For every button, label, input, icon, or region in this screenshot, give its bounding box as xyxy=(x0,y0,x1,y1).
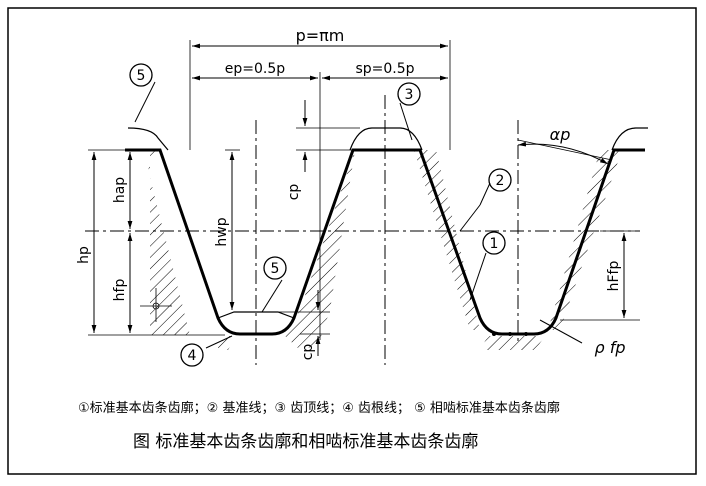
fillet-points xyxy=(492,332,528,336)
svg-text:4: 4 xyxy=(188,348,197,364)
figure-caption: 图 标准基本齿条齿廓和相啮标准基本齿条齿廓 xyxy=(133,432,478,452)
callout-5-bottom: 5 xyxy=(263,256,287,280)
label-cp-bottom: cp xyxy=(300,344,316,361)
callout-4: 4 xyxy=(180,343,204,367)
label-hp: hp xyxy=(76,246,92,264)
callout-2: 2 xyxy=(488,168,512,192)
label-hwp: hwp xyxy=(214,217,230,246)
label-ep: ep=0.5p xyxy=(225,61,285,77)
label-sp: sp=0.5p xyxy=(355,61,414,77)
svg-text:2: 2 xyxy=(496,173,505,189)
label-hap: hap xyxy=(112,177,128,203)
outer-border xyxy=(7,7,697,475)
datum-mark xyxy=(140,288,172,322)
svg-text:5: 5 xyxy=(137,68,146,84)
label-hfp: hfp xyxy=(112,279,128,302)
callout-3: 3 xyxy=(397,82,421,106)
label-hffp: hFfp xyxy=(606,261,622,292)
leader-lines xyxy=(134,81,583,349)
label-cp-top: cp xyxy=(286,184,302,201)
callout-1: 1 xyxy=(482,231,506,255)
svg-text:3: 3 xyxy=(405,87,414,103)
callout-5-top: 5 xyxy=(129,63,153,87)
svg-text:1: 1 xyxy=(490,236,499,252)
dimension-lines xyxy=(91,43,627,356)
svg-text:5: 5 xyxy=(271,261,280,277)
label-rho: ρ fp xyxy=(594,338,625,357)
label-p: p=πm xyxy=(296,26,345,45)
legend-text: ①标准基本齿条齿廓；② 基准线；③ 齿顶线；④ 齿根线； ⑤ 相啮标准基本齿条齿… xyxy=(78,400,560,416)
label-alpha: αp xyxy=(550,125,571,144)
standard-rack-profile xyxy=(125,148,645,336)
